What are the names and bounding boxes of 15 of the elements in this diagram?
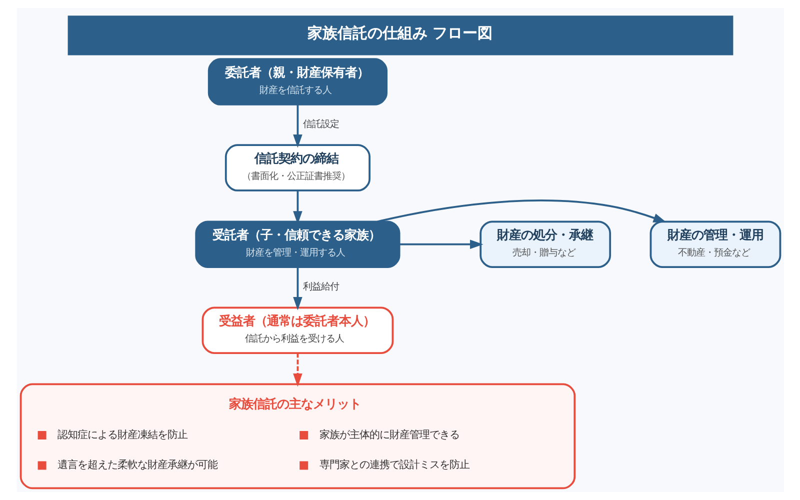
- node-box: 財産の管理・運用 不動産・預金など: [649, 220, 781, 268]
- diagram-title: 家族信託の仕組み フロー図: [306, 24, 492, 42]
- arrow: [376, 200, 666, 223]
- arrow: [292, 267, 302, 310]
- node-box: 信託契約の締結 （書面化・公正証書推奨）: [224, 144, 370, 192]
- arrow: [292, 104, 302, 148]
- node-box: 委託者（親・財産保有者） 財産を信託する人: [207, 58, 387, 106]
- node-box: 財産の処分・承継 売却・贈与など: [479, 220, 611, 268]
- node-box: 受益者（通常は委託者本人） 信託から利益を受ける人: [201, 306, 394, 354]
- edge-label: 信託設定: [302, 119, 338, 130]
- edge-label: 利益給付: [302, 282, 338, 293]
- arrow: [292, 353, 302, 387]
- node-box: 家族信託の主なメリット 認知症による財産凍結を防止 家族が主体的に財産管理できる 遺言を超えた柔軟な財産承継が可能 専門家との連携で設計ミスを防止: [19, 383, 576, 490]
- arrow: [399, 240, 483, 249]
- node-box: 受託者（子・信頼できる家族） 財産を管理・運用する人: [194, 220, 400, 268]
